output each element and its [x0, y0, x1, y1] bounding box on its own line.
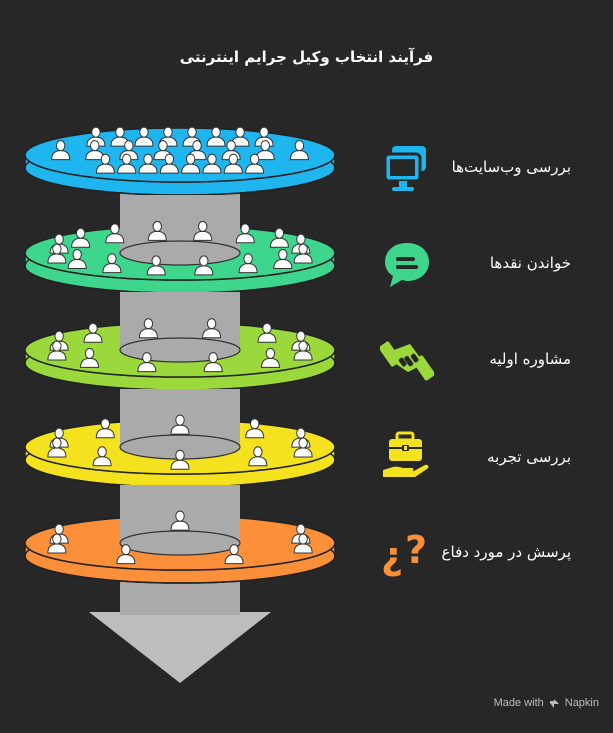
person-icon — [269, 227, 289, 248]
person-icon — [223, 153, 243, 174]
speech-bubble-icon — [385, 243, 429, 287]
person-icon — [248, 446, 268, 467]
person-icon — [85, 140, 105, 161]
person-icon — [203, 352, 223, 373]
person-icon — [238, 253, 258, 274]
person-icon — [95, 153, 115, 174]
person-icon — [182, 126, 202, 147]
svg-text:?: ? — [405, 528, 427, 572]
briefcase-hand-icon — [383, 431, 429, 477]
person-icon — [146, 255, 166, 276]
person-icon — [289, 140, 309, 161]
step-label-defense: پرسش در مورد دفاع — [441, 543, 571, 561]
person-icon — [116, 544, 136, 565]
handshake-icon — [380, 341, 434, 381]
napkin-logo-icon — [549, 698, 559, 708]
person-icon — [193, 220, 213, 241]
person-icon — [92, 446, 112, 467]
column-ring-5 — [119, 530, 241, 556]
step-label-reviews: خواندن نقدها — [489, 254, 571, 272]
person-icon — [257, 322, 277, 343]
step-label-experience: بررسی تجربه — [487, 448, 571, 466]
person-icon — [47, 437, 67, 458]
person-icon — [105, 223, 125, 244]
question-marks-icon: ¿ ? — [381, 528, 427, 578]
person-icon — [194, 255, 214, 276]
person-icon — [170, 449, 190, 470]
person-icon — [47, 533, 67, 554]
person-icon — [206, 126, 226, 147]
person-icon — [117, 153, 137, 174]
made-with-footer: Made with Napkin — [494, 697, 599, 709]
step-label-websites: بررسی وب‌سایت‌ها — [451, 158, 571, 176]
brand-text: Napkin — [564, 697, 599, 709]
person-icon — [224, 544, 244, 565]
person-icon — [95, 418, 115, 439]
person-icon — [202, 153, 222, 174]
column-ring-3 — [119, 337, 241, 363]
person-icon — [170, 510, 190, 531]
disc-top-1 — [24, 127, 336, 183]
person-icon — [80, 347, 100, 368]
person-icon — [137, 352, 157, 373]
arrow-head — [89, 612, 271, 683]
person-icon — [293, 340, 313, 361]
step-label-consultation: مشاوره اولیه — [489, 350, 571, 368]
person-icon — [47, 243, 67, 264]
person-icon — [273, 249, 293, 270]
person-icon — [138, 318, 158, 339]
person-icon — [293, 437, 313, 458]
monitor-icon — [383, 146, 426, 191]
person-icon — [67, 249, 87, 270]
person-icon — [260, 347, 280, 368]
svg-text:¿: ¿ — [381, 534, 403, 578]
person-icon — [83, 322, 103, 343]
person-icon — [202, 318, 222, 339]
person-icon — [71, 227, 91, 248]
person-icon — [293, 533, 313, 554]
person-icon — [138, 153, 158, 174]
person-icon — [181, 153, 201, 174]
person-icon — [255, 140, 275, 161]
person-icon — [134, 126, 154, 147]
person-icon — [245, 153, 265, 174]
person-icon — [102, 253, 122, 274]
person-icon — [170, 414, 190, 435]
person-icon — [293, 243, 313, 264]
person-icon — [235, 223, 255, 244]
made-with-text: Made with — [493, 697, 544, 709]
person-icon — [147, 220, 167, 241]
person-icon — [51, 140, 71, 161]
column-ring-2 — [119, 240, 241, 266]
diagram-title: فرآیند انتخاب وکیل جرایم اینترنتی — [179, 48, 434, 66]
person-icon — [47, 340, 67, 361]
person-icon — [159, 153, 179, 174]
person-icon — [245, 418, 265, 439]
